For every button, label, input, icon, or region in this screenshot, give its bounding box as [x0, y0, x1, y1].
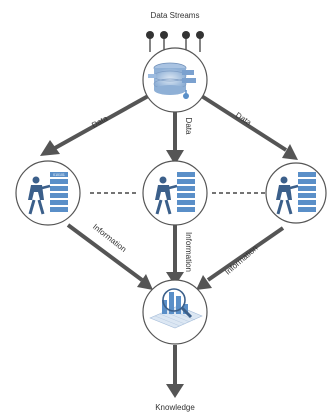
knowledge-arrow	[166, 345, 184, 398]
file-label: 010101	[53, 173, 65, 177]
edge-label-information-left: Information	[91, 222, 128, 254]
processor-node-right	[265, 162, 327, 224]
database-icon	[148, 62, 196, 99]
edge-label-information-center: Information	[184, 232, 193, 272]
worker-files-icon: 010101	[28, 172, 68, 215]
information-arrows	[66, 223, 285, 290]
analysis-node	[142, 279, 208, 345]
output-label: Knowledge	[155, 403, 195, 412]
edge-label-information-right: Information	[223, 244, 259, 277]
diagram-title: Data Streams	[151, 11, 200, 20]
data-stream-pins	[146, 31, 204, 52]
edge-label-data-left: Data	[90, 114, 110, 130]
source-node	[142, 47, 208, 113]
processor-node-center	[142, 160, 208, 226]
edge-label-data-center: Data	[184, 118, 193, 135]
worker-files-icon	[276, 172, 316, 215]
chart-magnifier-icon	[149, 288, 203, 329]
processor-node-left: 010101	[15, 160, 81, 226]
data-arrows	[40, 93, 298, 165]
worker-files-icon	[155, 172, 195, 215]
